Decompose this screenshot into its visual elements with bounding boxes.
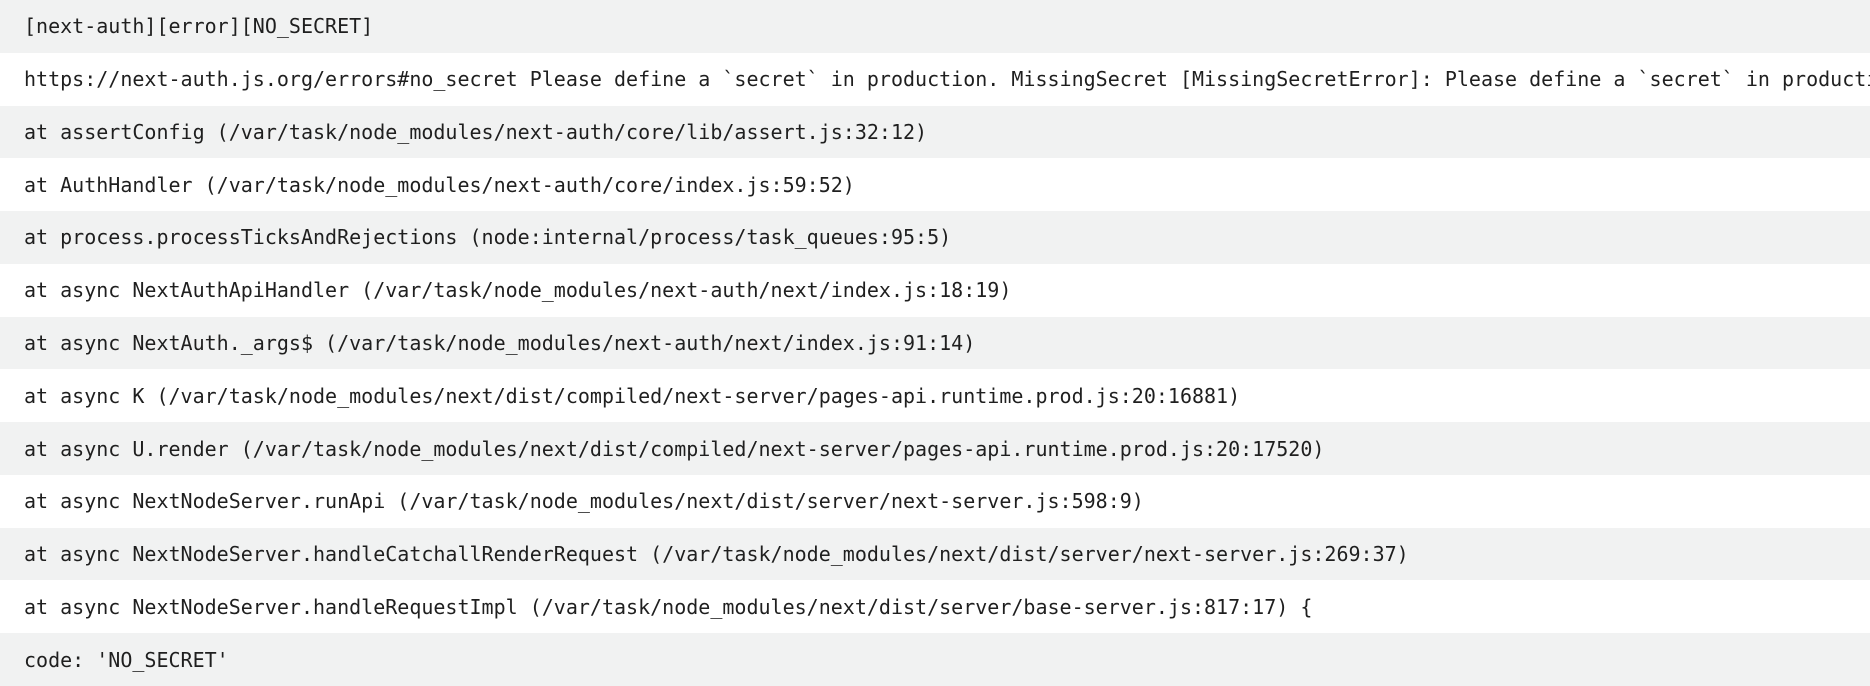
log-line-stack-frame: at async K (/var/task/node_modules/next/…: [0, 369, 1870, 423]
log-line-stack-frame: at assertConfig (/var/task/node_modules/…: [0, 105, 1870, 159]
log-line-stack-frame: at async NextNodeServer.runApi (/var/tas…: [0, 474, 1870, 528]
log-line-error-message: https://next-auth.js.org/errors#no_secre…: [0, 52, 1870, 106]
log-line-stack-frame: at AuthHandler (/var/task/node_modules/n…: [0, 158, 1870, 212]
log-line-stack-frame: at process.processTicksAndRejections (no…: [0, 211, 1870, 264]
log-line-stack-frame: at async U.render (/var/task/node_module…: [0, 422, 1870, 475]
log-line-stack-frame: at async NextNodeServer.handleRequestImp…: [0, 580, 1870, 634]
log-line-stack-frame: at async NextAuthApiHandler (/var/task/n…: [0, 263, 1870, 317]
log-line-error-tag: [next-auth][error][NO_SECRET]: [0, 0, 1870, 53]
log-line-stack-frame: at async NextNodeServer.handleCatchallRe…: [0, 527, 1870, 581]
log-line-error-code: code: 'NO_SECRET': [0, 633, 1870, 686]
log-line-stack-frame: at async NextAuth._args$ (/var/task/node…: [0, 316, 1870, 370]
